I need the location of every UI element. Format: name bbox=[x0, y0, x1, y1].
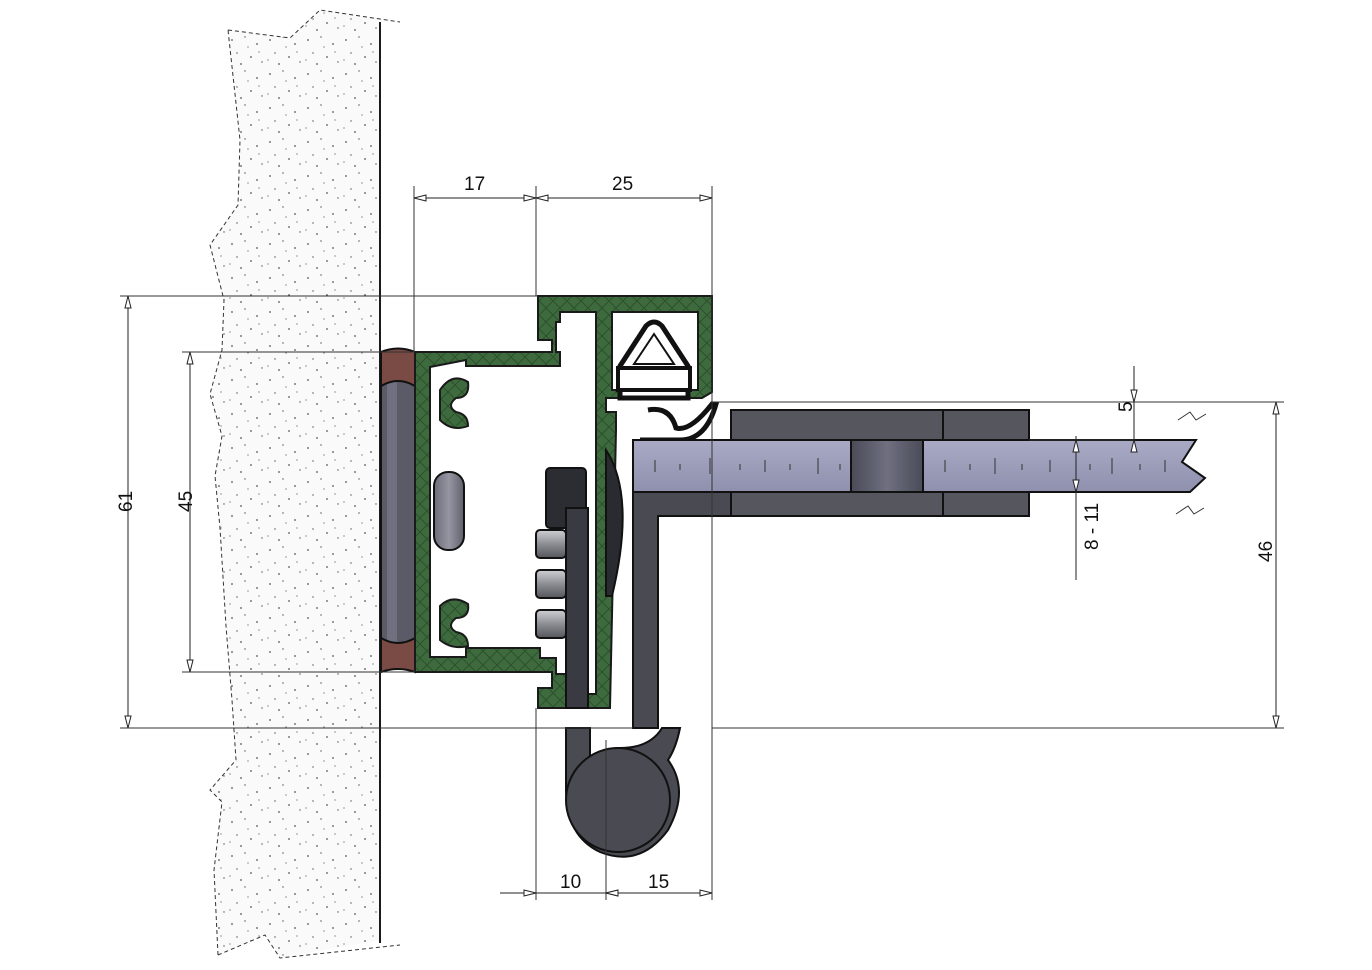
arrow-top-right-a bbox=[535, 194, 549, 202]
rubber-seal-bottom bbox=[380, 636, 416, 674]
arrow-top-left-a bbox=[413, 194, 427, 202]
dim-label-bottom-right: 15 bbox=[648, 872, 669, 893]
dim-label-bottom-left: 10 bbox=[560, 872, 581, 893]
sweep-lip bbox=[640, 401, 720, 443]
bulb-seal-inner bbox=[632, 332, 676, 365]
dim-label-glass-thickness: 8 - 11 bbox=[1082, 503, 1103, 550]
arrow-inner-top bbox=[186, 351, 194, 365]
curved-gasket bbox=[605, 446, 624, 597]
break-mark-top bbox=[1177, 411, 1207, 421]
rubber-seal-top bbox=[380, 347, 416, 388]
wall-gasket-highlight bbox=[387, 364, 397, 660]
inner-components bbox=[433, 446, 624, 709]
door-bracket bbox=[565, 491, 732, 858]
dimension-lines bbox=[120, 186, 1284, 900]
dim-label-overall-height: 61 bbox=[116, 491, 137, 512]
arrow-top-right-b bbox=[699, 194, 713, 202]
arrow-gap-a bbox=[1130, 389, 1138, 403]
wall-concrete bbox=[210, 10, 400, 958]
wall-break-line bbox=[209, 9, 401, 959]
arrow-inner-bottom bbox=[186, 659, 194, 673]
screw-head-3 bbox=[535, 609, 567, 639]
clamp-bottom-right bbox=[942, 491, 1030, 517]
glass-assembly bbox=[632, 409, 1207, 517]
fixing-pad bbox=[433, 471, 465, 551]
clamp-top-right bbox=[942, 409, 1030, 441]
arrow-overall-bottom bbox=[124, 715, 132, 729]
screw-head-1 bbox=[535, 529, 567, 559]
profile-hook-top bbox=[439, 377, 470, 429]
dim-label-inner-height: 45 bbox=[176, 491, 197, 512]
wall-gasket bbox=[380, 355, 416, 670]
wall-seal-group bbox=[380, 347, 416, 674]
arrow-bottom-right-b bbox=[699, 889, 713, 897]
arrow-right-bottom bbox=[1272, 715, 1280, 729]
arrow-glass-b bbox=[1072, 479, 1080, 493]
frame-profile-outline bbox=[414, 295, 713, 709]
wall bbox=[209, 9, 401, 959]
dim-label-gap-top: 5 bbox=[1116, 401, 1137, 412]
arrow-top-left-b bbox=[523, 194, 537, 202]
break-mark-bottom bbox=[1175, 505, 1205, 515]
clamp-top-left bbox=[730, 409, 944, 441]
bulb-seal-base bbox=[616, 366, 692, 392]
clamp-bottom-left bbox=[730, 491, 944, 517]
l-bracket bbox=[632, 491, 732, 729]
arrow-overall-top bbox=[124, 295, 132, 309]
dim-label-right-height: 46 bbox=[1256, 541, 1277, 562]
dim-label-top-left: 17 bbox=[464, 174, 485, 195]
arrow-glass-a bbox=[1072, 439, 1080, 453]
bottom-roller bbox=[565, 747, 671, 853]
arrow-bottom-left-a bbox=[523, 889, 537, 897]
clamp-plate bbox=[565, 507, 589, 709]
dim-label-top-right: 25 bbox=[612, 174, 633, 195]
screw-head-2 bbox=[535, 569, 567, 599]
frame-profile bbox=[414, 295, 713, 709]
glass-clamp-center bbox=[850, 439, 924, 493]
arrow-right-top bbox=[1272, 401, 1280, 415]
profile-hook-bottom bbox=[439, 598, 470, 649]
arrow-bottom-right-a bbox=[605, 889, 619, 897]
arrow-gap-b bbox=[1130, 439, 1138, 453]
glass-ticks bbox=[654, 458, 1166, 474]
door-top-seal bbox=[616, 319, 720, 443]
